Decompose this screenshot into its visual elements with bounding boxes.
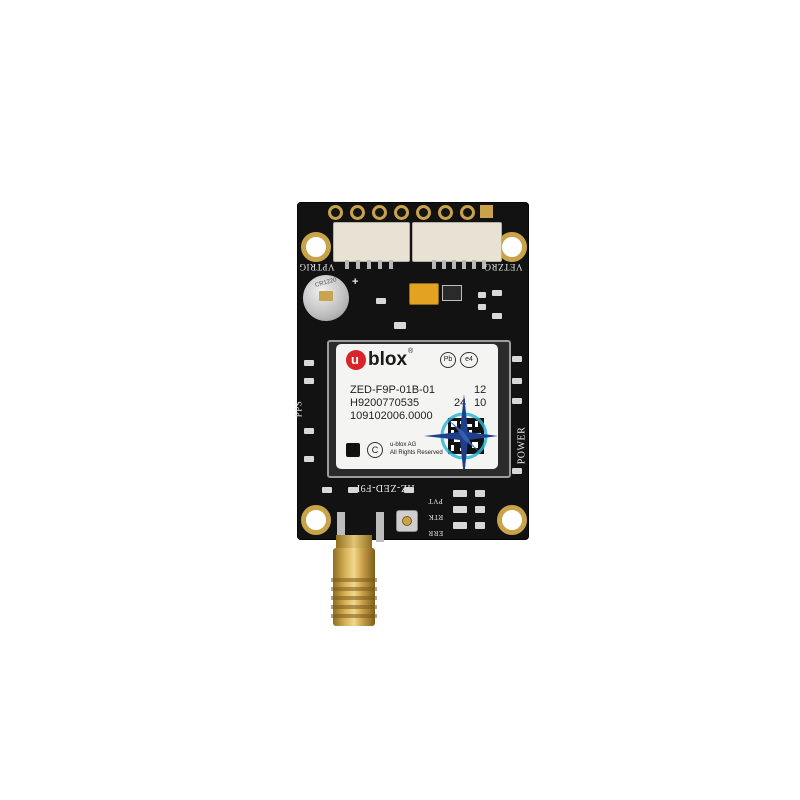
smd-right <box>512 398 522 404</box>
smd-right <box>512 468 522 474</box>
connector-left <box>333 222 410 262</box>
mounting-hole-top-left <box>301 232 331 262</box>
module-company: u-blox AG <box>390 442 417 448</box>
smd-right <box>512 378 522 384</box>
smd-resistor <box>475 522 485 529</box>
mounting-hole-bottom-left <box>301 505 331 535</box>
registered-mark: ® <box>408 348 414 355</box>
smd-left <box>304 378 314 384</box>
smd-resistor <box>492 313 502 319</box>
smd-resistor <box>376 298 386 304</box>
connector-left-pins <box>345 260 395 269</box>
sma-leg-right <box>376 512 384 542</box>
regulator-chip <box>442 285 462 301</box>
sma-thread <box>331 605 377 609</box>
module-fiducial <box>346 443 360 457</box>
tantalum-capacitor <box>409 283 439 305</box>
smd-left <box>304 428 314 434</box>
smd-right <box>512 356 522 362</box>
smd-resistor <box>478 304 486 310</box>
silk-pps: PPS <box>293 400 304 418</box>
sma-thread <box>331 614 377 618</box>
smd-resistor <box>394 322 406 329</box>
compass-star-icon <box>424 394 498 469</box>
sma-thread <box>331 596 377 600</box>
module-num-a: 12 <box>474 384 487 396</box>
smd-resistor <box>475 506 485 513</box>
coin-battery: CR1220 <box>303 275 349 321</box>
mounting-hole-bottom-right <box>497 505 527 535</box>
silk-vetzrg: VETZRG <box>484 262 523 272</box>
ufl-connector <box>396 510 418 532</box>
silk-led-pvt: PVT <box>428 497 443 505</box>
smd-left <box>304 360 314 366</box>
smd-resistor <box>478 292 486 298</box>
gnss-module-label: u blox ® Pb e4 ZED-F9P-01B-01 H920077053… <box>336 344 498 469</box>
copyright-icon: C <box>367 442 383 458</box>
sma-base <box>336 535 372 550</box>
module-serial: H9200770535 <box>350 397 420 409</box>
led-err <box>453 522 467 529</box>
silk-power: POWER <box>516 426 528 465</box>
led-rtk <box>453 506 467 513</box>
silk-vptrig: VPTRIG <box>299 262 335 272</box>
e4-icon: e4 <box>460 352 478 368</box>
smd-bottom <box>322 487 332 493</box>
header-pad-row <box>328 205 498 220</box>
mounting-hole-top-right <box>497 232 527 262</box>
module-model: ZED-F9P-01B-01 <box>350 384 435 396</box>
smd-resistor <box>492 290 502 296</box>
module-num-c: 10 <box>474 397 487 409</box>
silk-led-rtk: RTK <box>428 513 444 521</box>
silk-led-err: ERR <box>428 529 444 537</box>
smd-left <box>304 456 314 462</box>
ublox-logo-prefix: u <box>351 352 359 367</box>
battery-plus-sign: + <box>352 276 359 288</box>
battery-contact <box>319 291 333 301</box>
sma-thread <box>331 587 377 591</box>
pb-free-icon: Pb <box>440 352 456 368</box>
ublox-brand: blox <box>368 349 408 370</box>
sma-thread <box>331 578 377 582</box>
led-pvt <box>453 490 467 497</box>
smd-resistor <box>475 490 485 497</box>
module-code: 109102006.0000 <box>350 410 433 422</box>
smd-bottom <box>404 487 414 493</box>
ublox-logo-icon: u <box>346 350 366 370</box>
sma-leg-left <box>337 512 345 542</box>
smd-bottom <box>348 487 358 493</box>
connector-right-pins <box>432 260 488 269</box>
module-rights: All Rights Reserved <box>390 450 443 456</box>
connector-right <box>412 222 502 262</box>
